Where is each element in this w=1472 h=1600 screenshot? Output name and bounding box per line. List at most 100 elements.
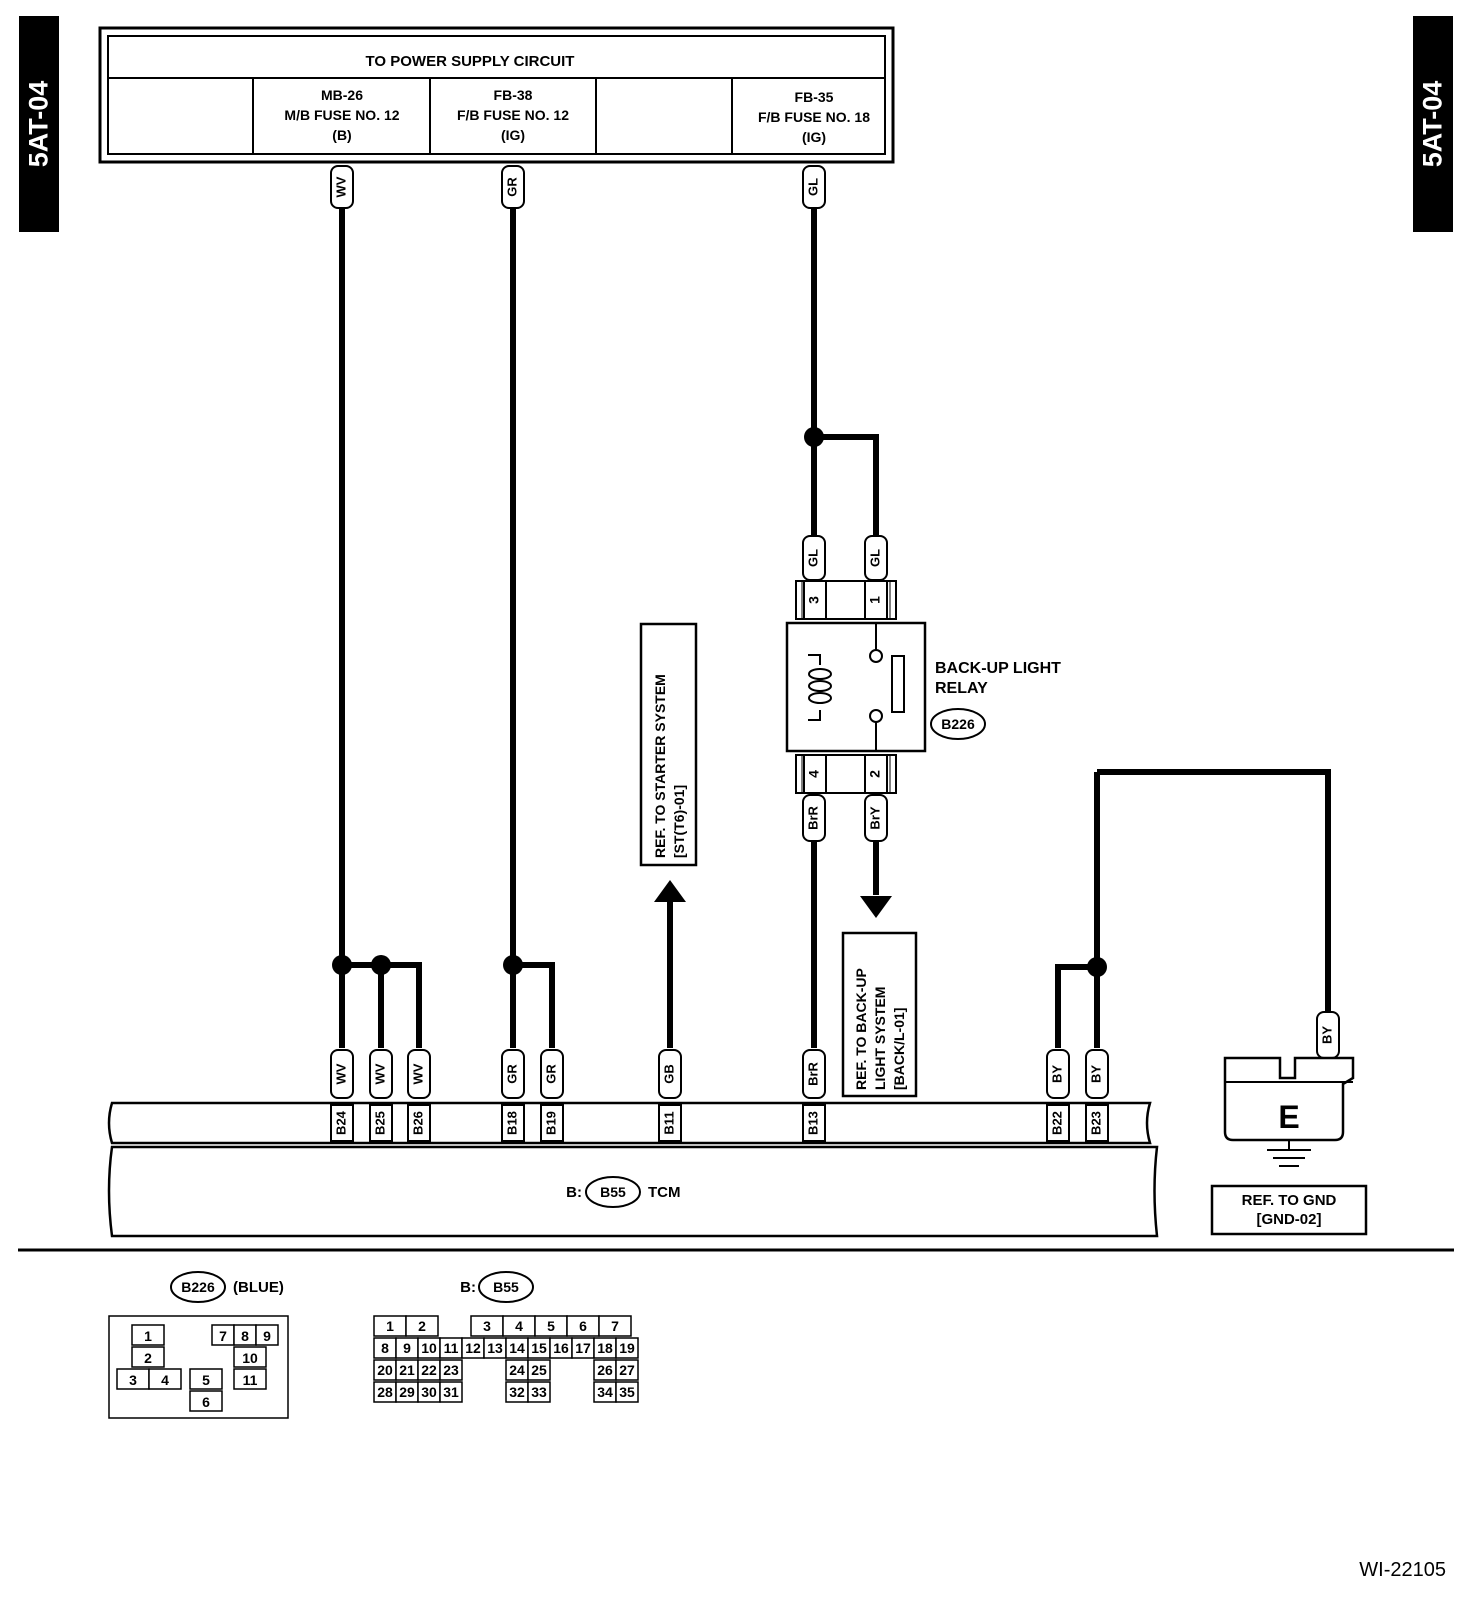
b55-pin-label: 30 xyxy=(421,1384,437,1400)
svg-text:GR: GR xyxy=(504,177,519,197)
fuse-2-id: FB-38 xyxy=(494,87,533,103)
svg-text:GR: GR xyxy=(543,1064,558,1084)
b55-pin-label: 13 xyxy=(487,1340,503,1356)
tcm-pin-b23: BY B23 xyxy=(1085,1049,1109,1142)
legend-b226: B226 (BLUE) 1 2 3 4 5 6 7 8 9 10 xyxy=(108,1271,289,1419)
svg-text:B22: B22 xyxy=(1049,1111,1064,1135)
b55-pin-label: 29 xyxy=(399,1384,415,1400)
b55-pin-label: 31 xyxy=(443,1384,459,1400)
fuse-2-name: F/B FUSE NO. 12 xyxy=(457,107,569,123)
svg-text:BrR: BrR xyxy=(805,805,820,829)
b55-pin-label: 18 xyxy=(597,1340,613,1356)
b55-pin-cell xyxy=(405,1315,439,1337)
svg-text:B:: B: xyxy=(460,1279,476,1296)
svg-text:BY: BY xyxy=(1049,1065,1064,1083)
svg-text:REF. TO GND: REF. TO GND xyxy=(1242,1192,1337,1209)
svg-text:BY: BY xyxy=(1088,1065,1103,1083)
tcm-unit: B: B55 TCM xyxy=(107,1101,1159,1238)
b55-pin-label: 32 xyxy=(509,1384,525,1400)
b55-pin-label: 35 xyxy=(619,1384,635,1400)
b55-pin-label: 34 xyxy=(597,1384,613,1400)
svg-text:[GND-02]: [GND-02] xyxy=(1256,1211,1321,1228)
relay-title-2: RELAY xyxy=(935,680,988,697)
svg-text:11: 11 xyxy=(243,1372,258,1388)
svg-text:[ST(T6)-01]: [ST(T6)-01] xyxy=(671,785,687,858)
ground-terminal: BY E xyxy=(1223,1011,1355,1167)
b55-pin-cell xyxy=(439,1381,463,1403)
b55-pin-label: 20 xyxy=(377,1362,393,1378)
wire-tag-bry-relay: BrY xyxy=(864,794,888,842)
b55-pin-label: 4 xyxy=(515,1318,523,1334)
svg-text:REF. TO BACK-UP: REF. TO BACK-UP xyxy=(853,968,869,1090)
svg-text:REF. TO STARTER SYSTEM: REF. TO STARTER SYSTEM xyxy=(652,674,668,858)
svg-text:8: 8 xyxy=(241,1328,249,1344)
wire-tag-gr-top: GR xyxy=(501,165,525,209)
svg-text:B13: B13 xyxy=(805,1111,820,1135)
svg-text:BY: BY xyxy=(1319,1026,1334,1044)
tcm-pin-b25: WV B25 xyxy=(369,1049,393,1142)
b55-pin-label: 15 xyxy=(531,1340,547,1356)
b55-pin-label: 17 xyxy=(575,1340,591,1356)
fuse-1-mode: (B) xyxy=(332,127,351,143)
svg-text:6: 6 xyxy=(202,1394,210,1410)
b55-pin-cell xyxy=(598,1315,632,1337)
svg-text:WV: WV xyxy=(333,176,348,197)
svg-text:GB: GB xyxy=(661,1064,676,1084)
fuse-3-name: F/B FUSE NO. 18 xyxy=(758,109,870,125)
arrow-to-backup-light xyxy=(860,896,892,918)
relay-connector-id: B226 xyxy=(941,716,975,732)
arrow-from-starter xyxy=(654,880,686,902)
wires xyxy=(339,205,1331,1048)
ref-starter-box: REF. TO STARTER SYSTEM [ST(T6)-01] xyxy=(639,622,698,867)
relay-pin-4: 4 xyxy=(806,770,822,778)
svg-text:GR: GR xyxy=(504,1064,519,1084)
svg-text:7: 7 xyxy=(219,1328,227,1344)
b55-pin-label: 2 xyxy=(418,1318,426,1334)
tcm-prefix: B: xyxy=(566,1184,582,1201)
wire-tag-brr-relay: BrR xyxy=(802,794,826,842)
tcm-pin-b24: WV B24 xyxy=(330,1049,354,1142)
wire-tag-by-ground: BY xyxy=(1316,1011,1340,1059)
svg-text:[BACK/L-01]: [BACK/L-01] xyxy=(891,1008,907,1090)
b55-pin-label: 3 xyxy=(483,1318,491,1334)
svg-text:GL: GL xyxy=(867,549,882,567)
relay-pin-3: 3 xyxy=(806,596,822,604)
svg-text:B226: B226 xyxy=(181,1279,215,1295)
wire-tag-wv-top: WV xyxy=(330,165,354,209)
tcm-pin-b13: BrR B13 xyxy=(802,1049,826,1142)
b55-pin-label: 8 xyxy=(381,1340,389,1356)
b55-pin-label: 23 xyxy=(443,1362,459,1378)
b55-pin-label: 24 xyxy=(509,1362,525,1378)
relay-pin-2: 2 xyxy=(867,770,883,778)
svg-text:WV: WV xyxy=(333,1063,348,1084)
svg-text:2: 2 xyxy=(144,1350,152,1366)
figure-id: WI-22105 xyxy=(1359,1559,1446,1581)
b55-pin-cell xyxy=(439,1359,463,1381)
svg-text:BrR: BrR xyxy=(805,1061,820,1085)
power-supply-title: TO POWER SUPPLY CIRCUIT xyxy=(366,53,575,70)
b55-pin-label: 10 xyxy=(421,1340,437,1356)
relay-pin-1: 1 xyxy=(867,596,883,604)
b55-pin-label: 16 xyxy=(553,1340,569,1356)
wire-arrows xyxy=(654,880,892,918)
svg-text:BrY: BrY xyxy=(867,806,882,829)
b55-pin-label: 14 xyxy=(509,1340,525,1356)
b55-pin-cell xyxy=(527,1381,551,1403)
b55-pin-label: 21 xyxy=(399,1362,415,1378)
ref-gnd-box: REF. TO GND [GND-02] xyxy=(1210,1184,1368,1236)
b55-pin-cell xyxy=(615,1381,639,1403)
b55-pin-label: 25 xyxy=(531,1362,547,1378)
svg-text:B24: B24 xyxy=(333,1110,348,1135)
fuse-1-id: MB-26 xyxy=(321,87,363,103)
b55-pin-label: 6 xyxy=(579,1318,587,1334)
svg-text:1: 1 xyxy=(144,1328,152,1344)
b55-pin-cell xyxy=(527,1359,551,1381)
svg-text:B23: B23 xyxy=(1088,1111,1103,1135)
svg-text:5: 5 xyxy=(202,1372,210,1388)
svg-text:WV: WV xyxy=(410,1063,425,1084)
svg-text:B11: B11 xyxy=(661,1111,676,1134)
wire-tag-gl-relay-3: GL xyxy=(802,535,826,581)
